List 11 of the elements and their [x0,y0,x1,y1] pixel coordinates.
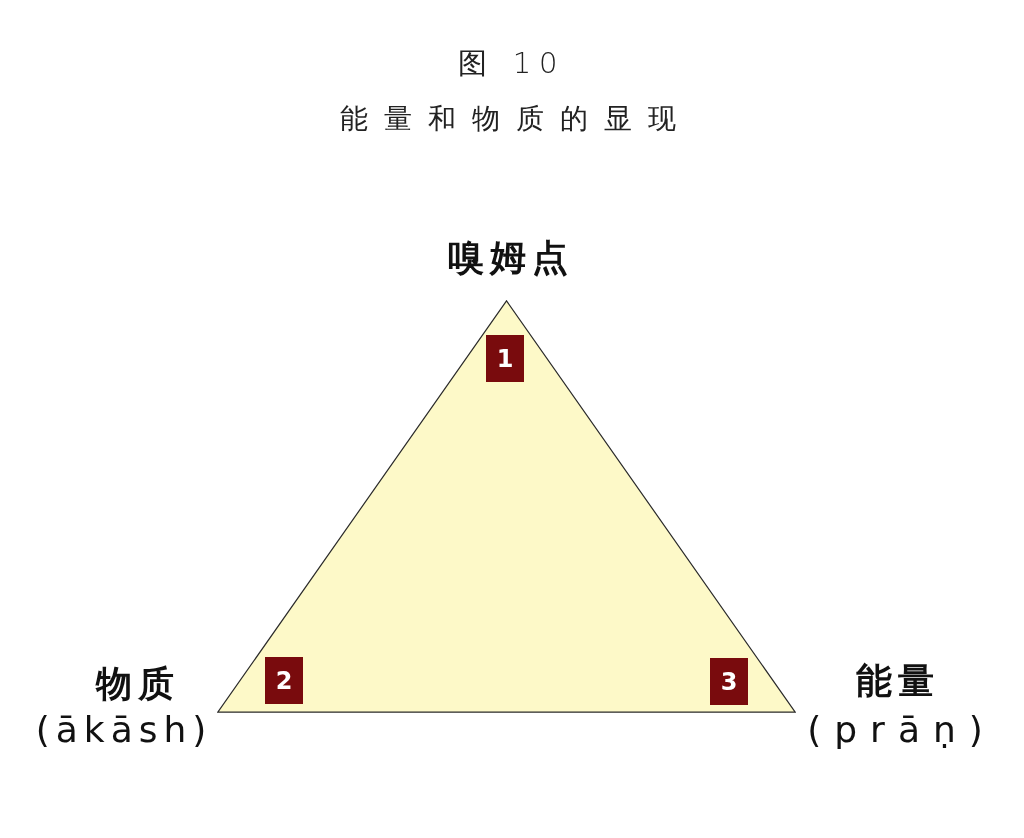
triangle [217,300,796,713]
vertex-label: 物质 [94,664,180,704]
callout-number: 3 [710,658,748,705]
figure-caption: 能量和物质的显现 [339,104,692,135]
figure-title: 图 10 [457,48,566,80]
transliteration-label: (prāṇ) [806,710,996,750]
vertex-label: 能量 [855,661,940,701]
callout-number: 2 [265,657,303,704]
callout-number: 1 [486,335,524,382]
vertex-label: 嗅姆点 [447,238,574,278]
transliteration-label: (ākāsh) [34,710,213,750]
